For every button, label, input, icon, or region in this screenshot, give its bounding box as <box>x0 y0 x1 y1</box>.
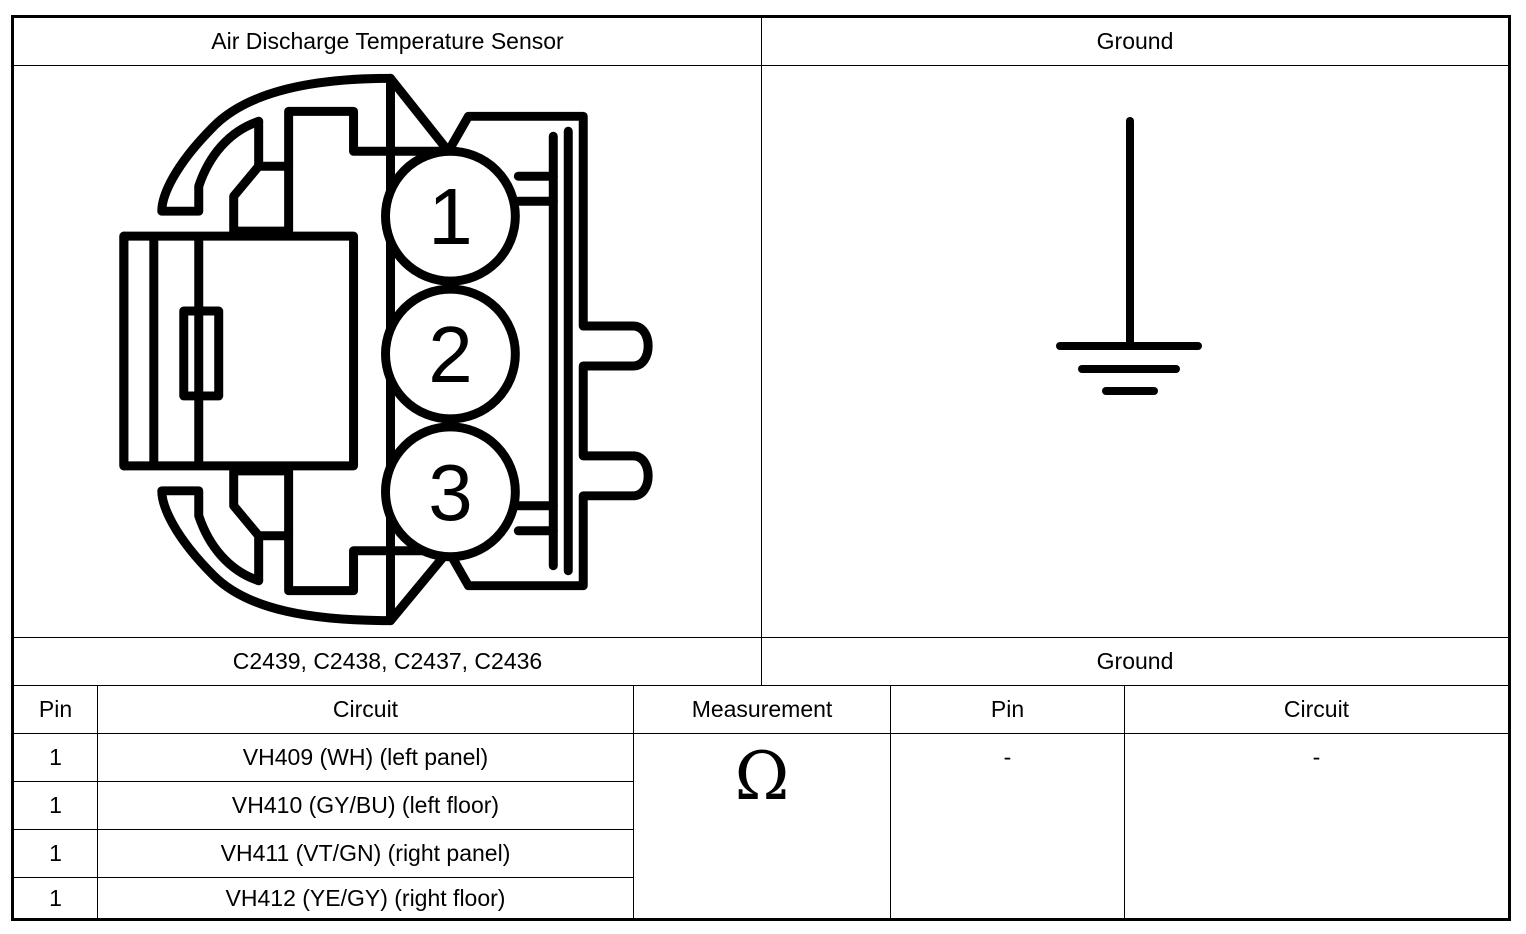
sensor-title: Air Discharge Temperature Sensor <box>211 28 564 54</box>
header-measurement: Measurement <box>634 686 891 734</box>
ohm-symbol-icon: Ω <box>734 738 790 815</box>
pinout-table: Air Discharge Temperature Sensor Ground <box>11 15 1511 921</box>
ground-title: Ground <box>1096 28 1174 54</box>
table-row-2-pin: 1 <box>14 782 98 830</box>
table-row-3-circuit: VH411 (VT/GN) (right panel) <box>98 830 634 878</box>
header-ground-circuit: Circuit <box>1125 686 1508 734</box>
header-ground-pin: Pin <box>891 686 1125 734</box>
pin-3-label: 3 <box>428 448 472 537</box>
pin-2-label: 2 <box>428 310 472 399</box>
ground-pin-value: - <box>1003 744 1012 770</box>
sensor-title-cell: Air Discharge Temperature Sensor <box>14 18 762 66</box>
header-pin: Pin <box>14 686 98 734</box>
ground-symbol-icon <box>1056 117 1202 395</box>
pin-1-label: 1 <box>428 172 472 261</box>
table-row-1-pin: 1 <box>14 734 98 782</box>
connector-ids: C2439, C2438, C2437, C2436 <box>232 648 543 674</box>
table-row-3-pin: 1 <box>14 830 98 878</box>
table-row-2-circuit: VH410 (GY/BU) (left floor) <box>98 782 634 830</box>
ground-circuit-value: - <box>1312 744 1321 770</box>
ground-circuit-cell: - <box>1125 734 1508 918</box>
ground-label-cell: Ground <box>762 638 1508 686</box>
ground-pin-cell: - <box>891 734 1125 918</box>
ground-label: Ground <box>1096 648 1174 674</box>
table-row-4-circuit: VH412 (YE/GY) (right floor) <box>98 878 634 918</box>
connector-ids-cell: C2439, C2438, C2437, C2436 <box>14 638 762 686</box>
table-row-1-circuit: VH409 (WH) (left panel) <box>98 734 634 782</box>
connector-drawing-cell: 1 2 3 <box>14 66 762 638</box>
ground-title-cell: Ground <box>762 18 1508 66</box>
connector-face-icon: 1 2 3 <box>119 73 653 626</box>
header-circuit: Circuit <box>98 686 634 734</box>
ground-drawing-cell <box>762 66 1508 638</box>
measurement-cell: Ω <box>634 734 891 918</box>
table-row-4-pin: 1 <box>14 878 98 918</box>
